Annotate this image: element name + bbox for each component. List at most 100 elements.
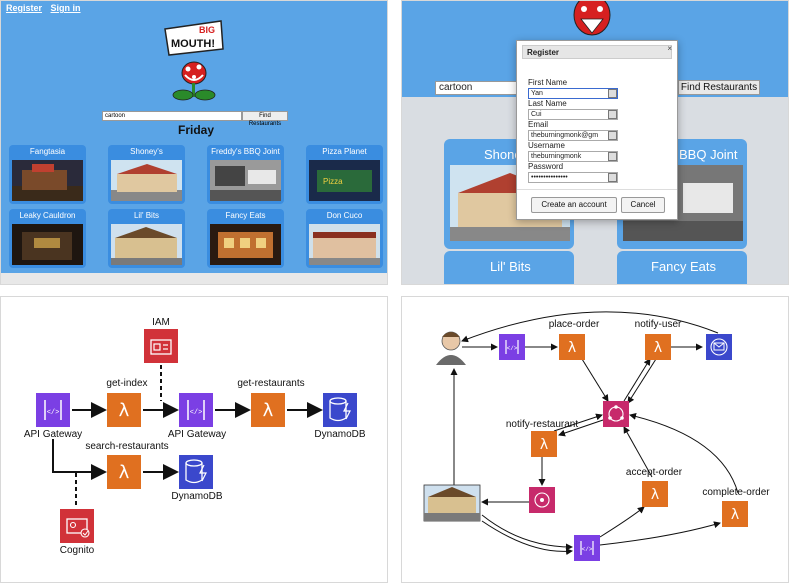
search-input[interactable]: cartoon	[102, 111, 242, 121]
complete-order-label: complete-order	[702, 487, 770, 498]
big-mouth-logo	[573, 1, 611, 36]
autofill-icon[interactable]	[608, 152, 617, 161]
lambda-icon: λ	[251, 393, 285, 427]
find-restaurants-button[interactable]: Find Restaurants	[242, 111, 288, 127]
edge-acceptorder-eventbridge	[623, 426, 653, 478]
restaurant-name: Leaky Cauldron	[19, 211, 76, 220]
user-avatar-icon	[436, 331, 466, 365]
restaurant-name: Lil' Bits	[490, 259, 531, 274]
api-gateway-label: API Gateway	[24, 429, 82, 440]
password-field[interactable]: •••••••••••••••	[528, 172, 618, 183]
signin-link[interactable]: Sign in	[50, 3, 81, 13]
notify-restaurant-label: notify-restaurant	[506, 419, 578, 430]
panel-restaurant-home: Register Sign in BIG MOUTH! cartoon Find…	[0, 0, 388, 285]
api-architecture-diagram: IAM </> API Gateway λ get-index </> API …	[24, 317, 366, 556]
big-mouth-logo: BIG MOUTH!	[161, 19, 227, 107]
cognito-icon	[60, 509, 94, 543]
svg-text:λ: λ	[654, 340, 662, 356]
notify-user-label: notify-user	[635, 319, 682, 330]
api-gateway-icon: </>	[179, 393, 213, 427]
restaurant-photo	[111, 160, 182, 201]
username-label: Username	[528, 141, 565, 150]
lambda-icon: λ	[645, 334, 671, 360]
edge-apigw-completeorder	[599, 521, 721, 546]
restaurant-photo	[12, 160, 83, 201]
iam-icon	[144, 329, 178, 363]
day-heading: Friday	[177, 123, 214, 137]
restaurant-name: Shone	[484, 147, 522, 162]
autofill-icon[interactable]	[608, 131, 617, 140]
first-name-field[interactable]: Yan	[528, 88, 618, 99]
restaurant-photo	[210, 160, 281, 201]
password-label: Password	[528, 162, 564, 171]
edge-eventbridge-notifyrestaurant	[558, 418, 607, 437]
cognito-label: Cognito	[60, 545, 95, 556]
svg-text:MOUTH!: MOUTH!	[171, 38, 215, 50]
svg-text:</>: </>	[582, 546, 593, 553]
restaurant-name: Fangtasia	[29, 147, 66, 156]
restaurant-photo	[210, 224, 281, 265]
edge-notifyuser-eventbridge	[627, 358, 657, 404]
email-field[interactable]: theburningmonk@gm	[528, 130, 618, 141]
last-name-field[interactable]: Cui	[528, 109, 618, 120]
username-field[interactable]: theburningmonk	[528, 151, 618, 162]
svg-text:λ: λ	[119, 400, 130, 421]
restaurant-card[interactable]: Don Cuco	[306, 209, 383, 268]
restaurant-card[interactable]: Freddy's BBQ Joint	[207, 145, 284, 204]
last-name-label: Last Name	[528, 99, 567, 108]
restaurant-name: Fancy Eats	[651, 259, 717, 274]
restaurant-card[interactable]: Fancy Eats	[207, 209, 284, 268]
edge-apigw-acceptorder	[599, 506, 645, 538]
restaurant-name: Don Cuco	[326, 211, 363, 220]
svg-text:BIG: BIG	[199, 25, 215, 35]
api-gateway-label: API Gateway	[168, 429, 226, 440]
lambda-icon: λ	[642, 481, 668, 507]
register-modal: Register × First Name Yan Last Name Cui …	[516, 40, 678, 220]
restaurant-photo: Pizza	[309, 160, 380, 201]
modal-title: Register	[522, 45, 672, 59]
restaurant-card[interactable]: Lil' Bits	[444, 251, 574, 284]
restaurant-card[interactable]: Shoney's	[108, 145, 185, 204]
panel-order-flow: </> place-order λ notify-user λ	[401, 296, 789, 583]
edge-eventbridge-notifyuser	[623, 358, 651, 402]
lambda-icon: λ	[531, 431, 557, 457]
autofill-icon[interactable]	[608, 173, 617, 182]
find-restaurants-button[interactable]: Find Restaurants	[678, 80, 760, 95]
autofill-icon[interactable]	[608, 110, 617, 119]
restaurant-photo	[12, 224, 83, 265]
first-name-label: First Name	[528, 78, 568, 87]
email-label: Email	[528, 120, 549, 129]
restaurant-card[interactable]: Fancy Eats	[617, 251, 747, 284]
search-restaurants-label: search-restaurants	[85, 441, 168, 452]
lambda-icon: λ	[107, 455, 141, 489]
register-link[interactable]: Register	[6, 3, 43, 13]
svg-text:λ: λ	[540, 437, 548, 453]
restaurant-name: BBQ Joint	[679, 147, 738, 162]
edge-placeorder-eventbridge	[581, 358, 609, 402]
edge-notifyrestaurant-eventbridge	[553, 413, 603, 432]
get-index-label: get-index	[106, 378, 147, 389]
restaurant-card[interactable]: Pizza Planet Pizza	[306, 145, 383, 204]
notification-icon	[529, 487, 555, 513]
panel-api-architecture: IAM </> API Gateway λ get-index </> API …	[0, 296, 388, 583]
edge-apigw-search	[52, 439, 107, 480]
restaurant-photo	[111, 224, 182, 265]
restaurant-photo	[423, 484, 481, 522]
dynamodb-icon	[323, 393, 357, 427]
restaurant-card[interactable]: Lil' Bits	[108, 209, 185, 268]
create-account-button[interactable]: Create an account	[531, 197, 617, 213]
close-icon[interactable]: ×	[667, 44, 672, 53]
lambda-icon: λ	[722, 501, 748, 527]
dynamodb-icon	[179, 455, 213, 489]
lambda-icon: λ	[107, 393, 141, 427]
restaurant-card[interactable]: Fangtasia	[9, 145, 86, 204]
svg-text:λ: λ	[731, 507, 739, 523]
svg-text:λ: λ	[119, 462, 130, 483]
page-footer	[1, 273, 387, 284]
cancel-button[interactable]: Cancel	[621, 197, 665, 213]
lambda-icon: λ	[559, 334, 585, 360]
restaurant-name: Freddy's BBQ Joint	[211, 147, 280, 156]
restaurant-name: Lil' Bits	[133, 211, 160, 220]
autofill-icon[interactable]	[608, 89, 617, 98]
restaurant-card[interactable]: Leaky Cauldron	[9, 209, 86, 268]
